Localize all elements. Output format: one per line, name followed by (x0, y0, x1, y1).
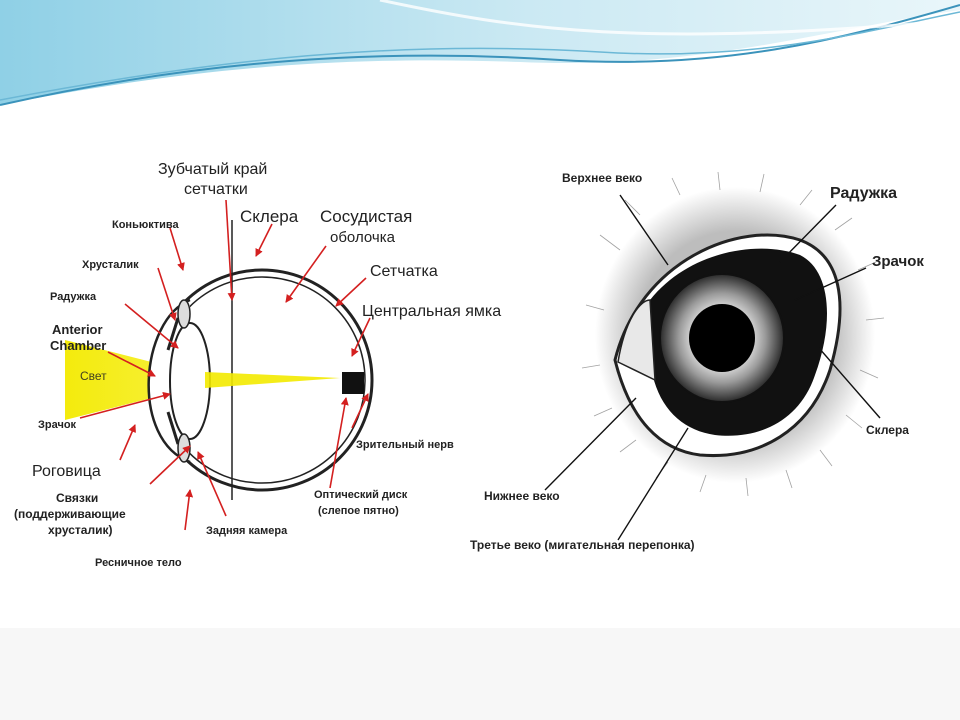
label-zubchaty-2: сетчатки (184, 181, 248, 198)
label-sosudistaya-2: оболочка (330, 229, 396, 246)
lens (169, 322, 211, 440)
label-rogovitsa: Роговица (32, 463, 101, 480)
label-svet: Свет (80, 369, 107, 383)
label-zrachok-right: Зрачок (872, 253, 924, 270)
optic-nerve (342, 372, 364, 394)
label-raduzhka-left: Радужка (50, 291, 97, 303)
label-nizhnee-veko: Нижнее веко (484, 489, 560, 503)
label-anterior-2: Chamber (50, 338, 106, 353)
eye-cross-section (65, 220, 374, 500)
label-verkhnee-veko: Верхнее веко (562, 171, 642, 185)
header-wave-decoration (0, 0, 960, 106)
annotation-lines-right (544, 194, 881, 541)
label-sosudistaya-1: Сосудистая (320, 207, 412, 226)
label-opticheskiy-2: (слепое пятно) (318, 505, 399, 517)
ciliary-body-top (177, 299, 191, 329)
label-svyazki-2: (поддерживающие (14, 507, 126, 521)
label-anterior-1: Anterior (52, 322, 103, 337)
labels-right: Верхнее веко Радужка Зрачок Склера Нижне… (470, 171, 924, 552)
label-raduzhka-right: Радужка (830, 185, 897, 202)
label-zadnyaya-kamera: Задняя камера (206, 525, 288, 537)
third-eyelid (617, 299, 656, 382)
footer-band (0, 628, 960, 720)
label-khrustalik: Хрусталик (82, 259, 139, 271)
label-konyunktiva: Коньюктива (112, 219, 180, 231)
label-setchatka: Сетчатка (370, 263, 438, 280)
label-svyazki-1: Связки (56, 491, 98, 505)
label-svyazki-3: хрусталик) (48, 523, 112, 537)
pupil (689, 304, 755, 372)
label-zritelny-nerv: Зрительный нерв (356, 439, 454, 451)
label-sklera-left: Склера (240, 207, 299, 226)
label-sklera-right: Склера (866, 423, 909, 437)
label-zrachok-left: Зрачок (38, 419, 77, 431)
label-trete-veko: Третье веко (мигательная перепонка) (470, 538, 695, 552)
label-tsentralnaya-yamka: Центральная ямка (362, 303, 501, 320)
label-resnichnoe-telo: Ресничное тело (95, 557, 182, 569)
label-zubchaty-1: Зубчатый край (158, 161, 267, 178)
label-opticheskiy-1: Оптический диск (314, 489, 408, 501)
labels-left: Зубчатый край сетчатки Склера Сосудистая… (14, 161, 501, 569)
external-eye (581, 171, 885, 497)
iris (166, 317, 180, 445)
annotation-arrows-left (79, 199, 371, 531)
